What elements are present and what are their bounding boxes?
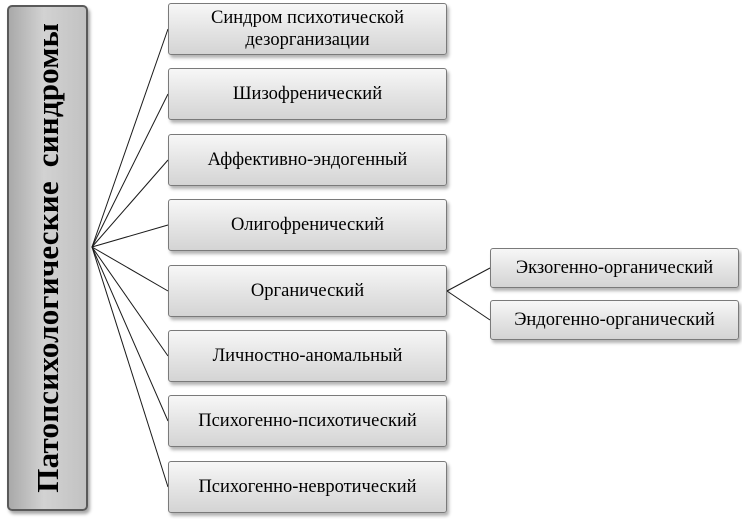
connector-organic-exogenous <box>446 267 491 292</box>
syndrome-node-psychogenic-neurotic: Психогенно-невротический <box>168 461 447 513</box>
subtype-node-endogenous-organic: Эндогенно-органический <box>490 300 739 340</box>
syndrome-node-organic: Органический <box>168 265 447 317</box>
root-label: Патопсихологические синдромы <box>29 23 65 493</box>
syndrome-node-schizophrenic: Шизофренический <box>168 68 447 120</box>
connector-root-syndrome-1 <box>91 28 169 248</box>
subtype-label: Экзогенно-органический <box>515 258 714 278</box>
syndrome-node-personality-anomalous: Личностно-аномальный <box>168 330 447 382</box>
connector-root-syndrome-4 <box>91 224 169 248</box>
syndrome-label: Органический <box>250 281 365 301</box>
syndrome-node-oligophrenic: Олигофренический <box>168 199 447 251</box>
connector-root-syndrome-3 <box>91 159 169 248</box>
syndrome-node-affective-endogenous: Аффективно-эндогенный <box>168 134 447 186</box>
subtype-node-exogenous-organic: Экзогенно-органический <box>490 248 739 288</box>
connector-organic-endogenous <box>446 290 491 321</box>
syndrome-label: Аффективно-эндогенный <box>207 150 408 170</box>
syndrome-label: Психогенно-психотический <box>198 411 417 431</box>
connector-root-syndrome-7 <box>91 246 169 422</box>
syndrome-label: Психогенно-невротический <box>198 477 417 497</box>
syndrome-label: Синдром психотической дезорганизации <box>211 8 404 50</box>
connector-root-syndrome-2 <box>91 93 169 248</box>
root-node: Патопсихологические синдромы <box>7 5 88 511</box>
syndrome-label: Шизофренический <box>232 84 383 104</box>
subtype-label: Эндогенно-органический <box>514 310 715 330</box>
syndrome-label: Олигофренический <box>230 215 385 235</box>
syndrome-node-psychogenic-psychotic: Психогенно-психотический <box>168 395 447 447</box>
syndrome-node-psychotic-disorganization: Синдром психотической дезорганизации <box>168 3 447 55</box>
connector-root-syndrome-8 <box>91 246 169 488</box>
connector-root-syndrome-5 <box>91 246 169 292</box>
syndrome-label: Личностно-аномальный <box>212 346 403 366</box>
connector-root-syndrome-6 <box>91 246 169 357</box>
